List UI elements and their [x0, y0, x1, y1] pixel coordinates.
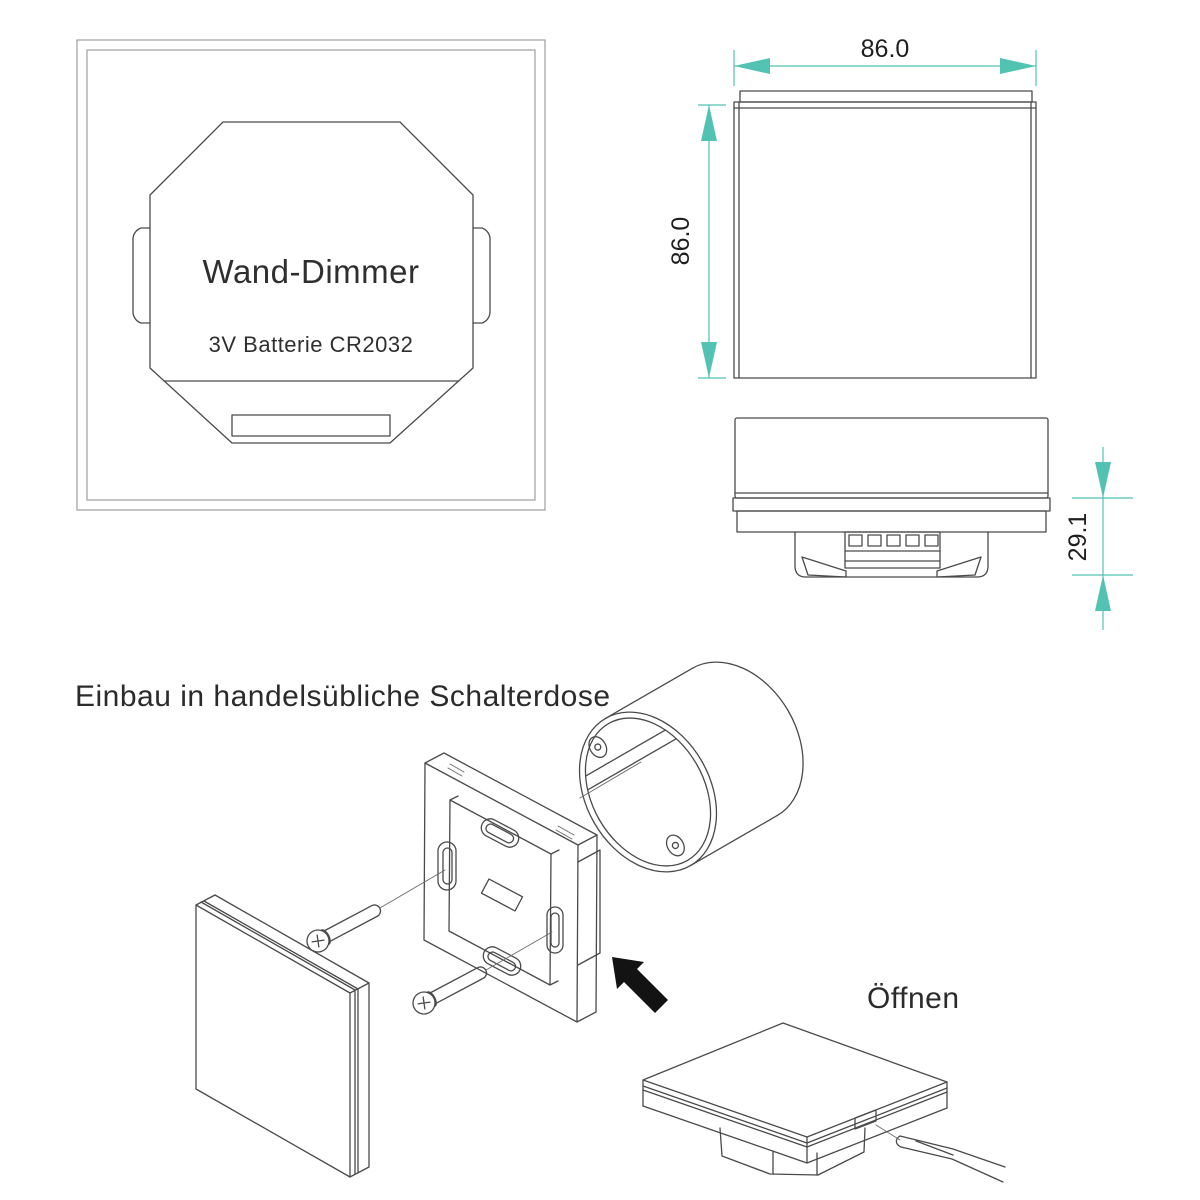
frame-slot-right: [546, 906, 564, 954]
outer-plate-border: [76, 39, 546, 511]
width-dimension-arrows: [701, 58, 1036, 378]
right-tab: [472, 227, 491, 324]
left-clip: [801, 556, 847, 578]
opened-dimmer: [642, 1022, 948, 1176]
opening-view: Öffnen: [642, 982, 1006, 1183]
battery-label: 3V Batterie CR2032: [209, 332, 414, 357]
frame-slot-left: [437, 841, 457, 891]
left-tab: [132, 227, 151, 324]
installation-heading: Einbau in handelsübliche Schalterdose: [75, 680, 611, 713]
product-name: Wand-Dimmer: [203, 253, 420, 290]
width-dimension-lines: [698, 50, 1037, 379]
mounting-frame: [423, 752, 601, 1023]
insert-direction-arrow-icon: [612, 957, 668, 1013]
mounting-screw-2: [412, 931, 553, 1015]
box-screw-tab: [665, 834, 685, 857]
side-outline: [732, 417, 1051, 578]
side-dimension-view: 29.1: [732, 417, 1133, 630]
wall-box: [578, 661, 804, 873]
depth-dimension-label: 29.1: [1064, 513, 1092, 562]
top-dimension-view: 86.0 86.0: [667, 35, 1037, 379]
box-screw-tab: [588, 736, 608, 759]
dimmer-octagon-body: [132, 121, 491, 444]
width-dimension-label: 86.0: [861, 35, 910, 63]
mounting-screw-1: [306, 869, 446, 953]
front-panel-outline: [733, 90, 1037, 379]
front-plate: [195, 894, 370, 1178]
octagon-back-box: [719, 1127, 866, 1176]
frame-slot-bottom: [482, 946, 522, 976]
connector-block: [844, 531, 941, 569]
frame-window: [480, 878, 524, 912]
screwdriver-tip-icon: [895, 1135, 1006, 1183]
front-view: Wand-Dimmer 3V Batterie CR2032: [76, 39, 546, 511]
exploded-assembly-view: [195, 661, 804, 1178]
inner-plate-border: [86, 49, 536, 501]
right-clip: [936, 556, 982, 578]
frame-slot-top: [480, 818, 520, 848]
opening-label: Öffnen: [867, 982, 960, 1015]
frame-back-body: [577, 849, 601, 966]
depth-dimension-arrows: [1095, 462, 1111, 611]
height-dimension-label: 86.0: [667, 217, 695, 266]
opening-notch: [854, 1109, 877, 1130]
